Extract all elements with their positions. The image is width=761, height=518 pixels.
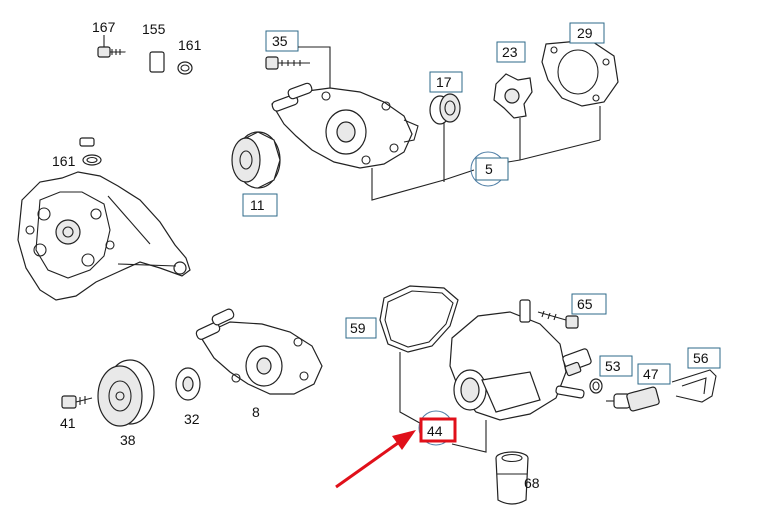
label-box-23	[496, 41, 526, 63]
part-flange-32	[175, 367, 201, 401]
label-56: 56	[693, 350, 709, 366]
highlighted-part-44-callout[interactable]: 44	[418, 410, 457, 446]
label-5: 5	[485, 161, 493, 177]
label-167: 167	[92, 19, 116, 35]
part-impeller-23	[493, 73, 533, 119]
label-53: 53	[605, 358, 621, 374]
label-68: 68	[524, 475, 540, 491]
part-pulley-11	[231, 131, 281, 189]
label-box-11	[242, 193, 278, 217]
part-water-pump-5	[271, 82, 419, 169]
label-35: 35	[272, 33, 288, 49]
label-box-17	[429, 71, 463, 93]
part-pipe-68	[495, 451, 529, 505]
label-box-29	[569, 22, 605, 44]
red-pointer-arrow	[335, 430, 416, 489]
label-box-53	[599, 355, 633, 377]
label-box-59	[345, 317, 377, 339]
part-water-pump-8	[195, 308, 323, 395]
label-65: 65	[577, 296, 593, 312]
label-155: 155	[142, 21, 166, 37]
part-bolt-41	[61, 395, 93, 409]
label-box-65	[571, 293, 607, 315]
part-pulley-38	[97, 359, 155, 427]
part-seal-161-bottom	[82, 154, 102, 166]
part-bearing-17	[429, 93, 461, 125]
label-32: 32	[184, 411, 200, 427]
label-44: 44	[427, 423, 443, 439]
label-23: 23	[502, 44, 518, 60]
part-seal-161-top	[177, 61, 193, 75]
part-thermostat-housing-44	[449, 299, 585, 421]
part-sensor-47	[606, 386, 660, 412]
label-38: 38	[120, 432, 136, 448]
label-29: 29	[577, 25, 593, 41]
label-box-56	[687, 347, 721, 369]
label-59: 59	[350, 320, 366, 336]
part-bolt-167	[97, 46, 128, 58]
label-box-47	[637, 363, 671, 385]
label-box-5	[475, 157, 509, 181]
label-11: 11	[250, 197, 265, 213]
part-gasket-59	[379, 285, 459, 353]
part-sensor-connector	[562, 348, 592, 377]
part-clip-56	[671, 369, 717, 403]
part-bolt-65	[537, 310, 579, 329]
part-timing-housing	[17, 171, 191, 301]
label-box-35	[265, 30, 299, 52]
label-47: 47	[643, 366, 659, 382]
part-gasket-29	[541, 39, 619, 107]
part-pipe-155	[79, 45, 165, 147]
label-161-top: 161	[178, 37, 202, 53]
part-bolt-35	[265, 56, 310, 70]
label-41: 41	[60, 415, 76, 431]
highlight-box-44	[419, 417, 457, 443]
label-8: 8	[252, 404, 260, 420]
part-seal-53	[589, 378, 603, 394]
label-17: 17	[436, 74, 452, 90]
label-161-bottom: 161	[52, 153, 76, 169]
